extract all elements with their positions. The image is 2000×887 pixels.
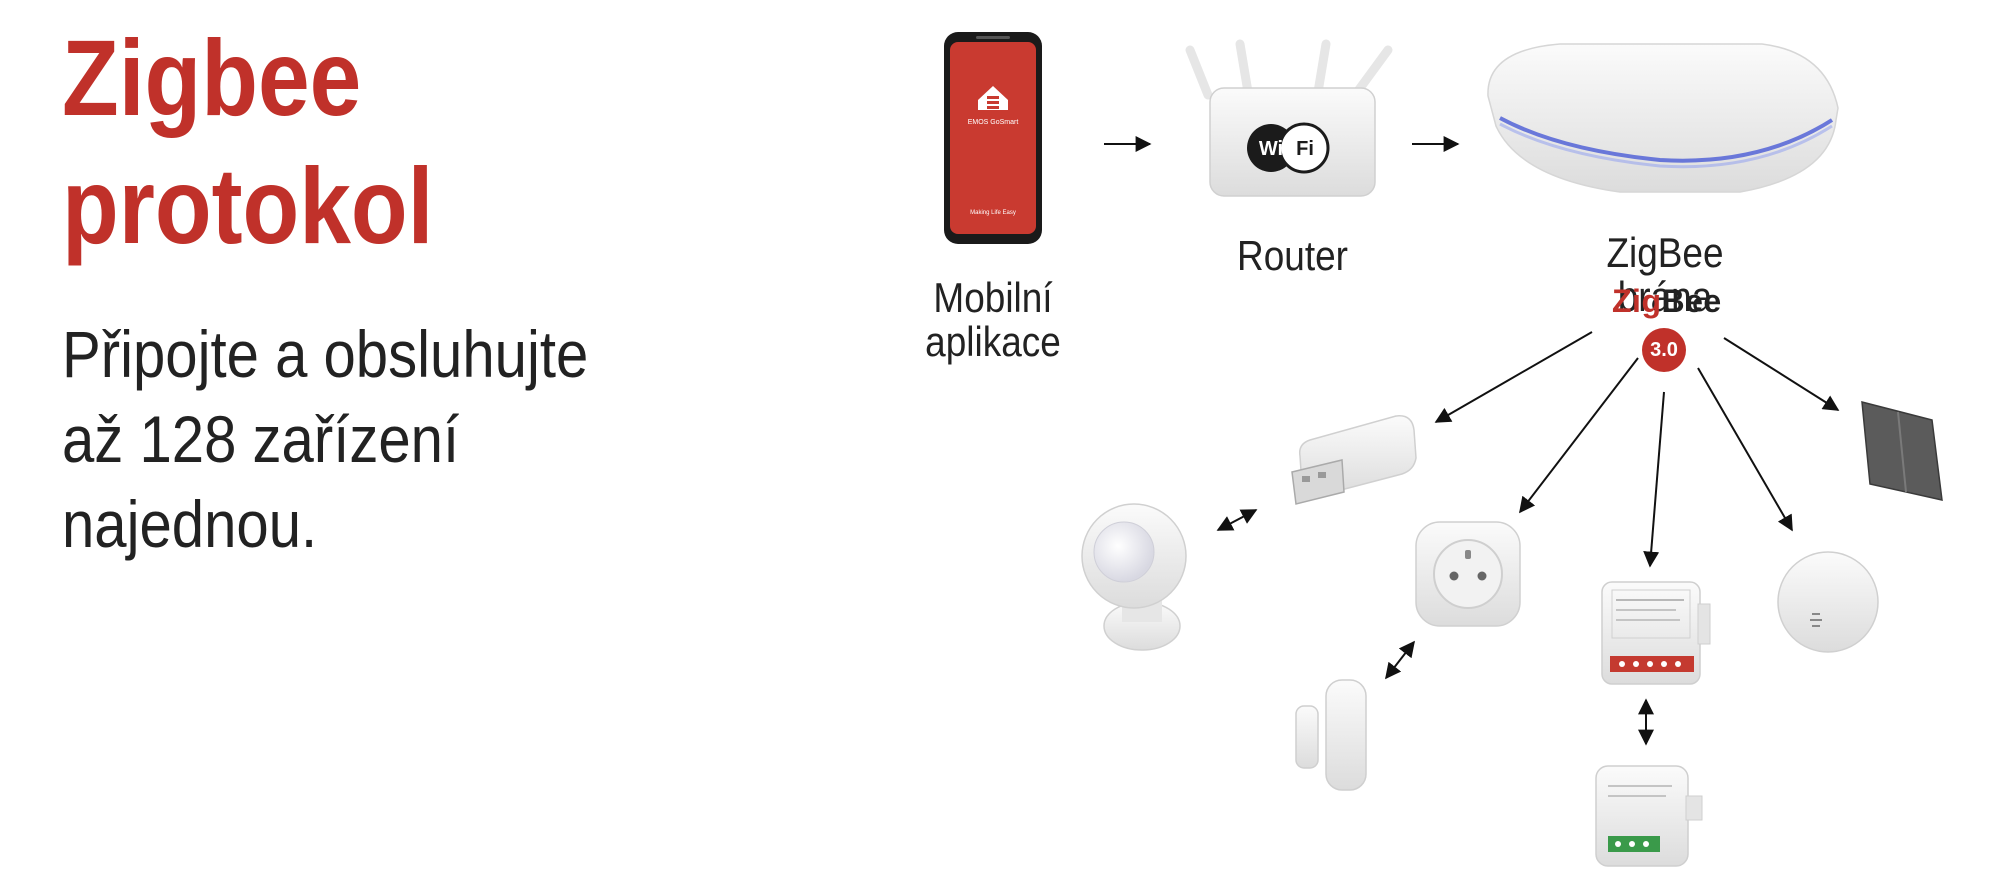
label-mobile-app-line-2: aplikace: [925, 318, 1061, 365]
zigbee-logo: ZigBee: [1612, 283, 1721, 320]
description: Připojte a obsluhujte až 128 zařízení na…: [62, 312, 588, 567]
arrow-socket-door: [1385, 640, 1415, 680]
label-router: Router: [1237, 232, 1348, 279]
title-line-1: Zigbee: [62, 17, 362, 138]
zigbee-gateway-icon: [1487, 43, 1839, 193]
zigbee-logo-zig: Zig: [1612, 283, 1662, 319]
wifi-badge-fi: Fi: [1296, 138, 1314, 160]
description-line-2: až 128 zařízení: [62, 402, 460, 476]
smartphone-icon: [944, 32, 1042, 244]
smart-socket-icon: [1415, 521, 1521, 627]
motion-sensor-icon: [1081, 503, 1187, 651]
wall-switch-icon: [1861, 401, 1943, 501]
description-line-1: Připojte a obsluhujte: [62, 317, 589, 391]
arrow-gateway-to-usb-dongle: [1434, 331, 1593, 423]
relay-module-icon: [1601, 581, 1711, 685]
usb-dongle-icon: [1291, 415, 1417, 505]
zigbee-logo-bee: Bee: [1661, 283, 1722, 319]
label-mobile-app: Mobilní aplikace: [918, 276, 1068, 364]
label-zigbee-gateway: ZigBee brána: [1606, 229, 1724, 320]
router-icon: [1185, 39, 1393, 197]
arrow-gateway-to-socket: [1519, 357, 1639, 514]
arrow-dongle-motion: [1216, 509, 1258, 531]
arrow-gateway-to-leak-sensor: [1697, 367, 1793, 532]
water-leak-sensor-icon: [1777, 551, 1879, 653]
door-sensor-icon: [1295, 679, 1367, 791]
zigbee-version-badge: 3.0: [1642, 328, 1686, 372]
arrow-gateway-to-relay: [1643, 391, 1665, 568]
title-line-2: protokol: [62, 145, 434, 266]
arrow-gateway-to-switch: [1723, 337, 1840, 411]
wifi-badge-wi: Wi: [1259, 138, 1283, 160]
label-mobile-app-line-1: Mobilní: [933, 274, 1053, 321]
description-line-3: najednou.: [62, 487, 318, 561]
phone-screen-brand: EMOS GoSmart: [968, 119, 1019, 126]
phone-screen-tagline: Making Life Easy: [970, 210, 1016, 216]
page-title: Zigbee protokol: [62, 14, 433, 270]
dimmer-module-icon: [1595, 765, 1703, 867]
